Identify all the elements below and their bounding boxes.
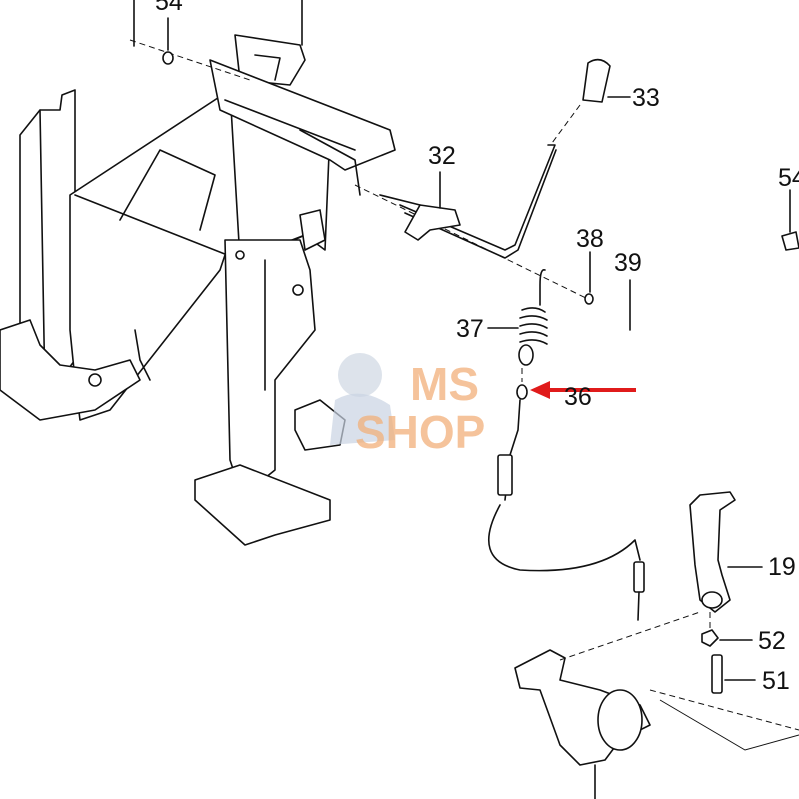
lower-bracket	[514, 611, 799, 799]
callout-32: 32	[428, 142, 456, 170]
frame-assembly	[0, 34, 591, 546]
watermark-line-1: MS	[410, 358, 479, 410]
part-51-bolt	[709, 612, 756, 694]
callout-37: 37	[456, 315, 484, 343]
part-52-nut	[701, 629, 753, 647]
callout-38: 38	[576, 225, 604, 253]
callout-36: 36	[564, 383, 592, 411]
highlight-arrow	[530, 381, 636, 399]
ms-shop-watermark: MS SHOP	[330, 353, 485, 458]
callout-52: 52	[758, 627, 786, 655]
part-19-arm	[689, 491, 763, 613]
watermark-line-2: SHOP	[355, 406, 485, 458]
callout-19: 19	[768, 553, 796, 581]
part-54-top-washer	[133, 0, 303, 65]
callout-39: 39	[614, 249, 642, 277]
part-36-cable-clip	[488, 384, 645, 621]
part-33-shift-lever	[399, 58, 631, 259]
part-38-washer	[584, 251, 594, 305]
callout-51: 51	[762, 667, 790, 695]
part-32-lever-bracket	[379, 171, 461, 241]
part-37-spring	[487, 269, 548, 382]
callout-54-top: 54	[155, 0, 183, 16]
callout-33: 33	[632, 84, 660, 112]
callout-54-right: 54	[778, 164, 799, 192]
part-54-right-bolt	[781, 189, 799, 251]
